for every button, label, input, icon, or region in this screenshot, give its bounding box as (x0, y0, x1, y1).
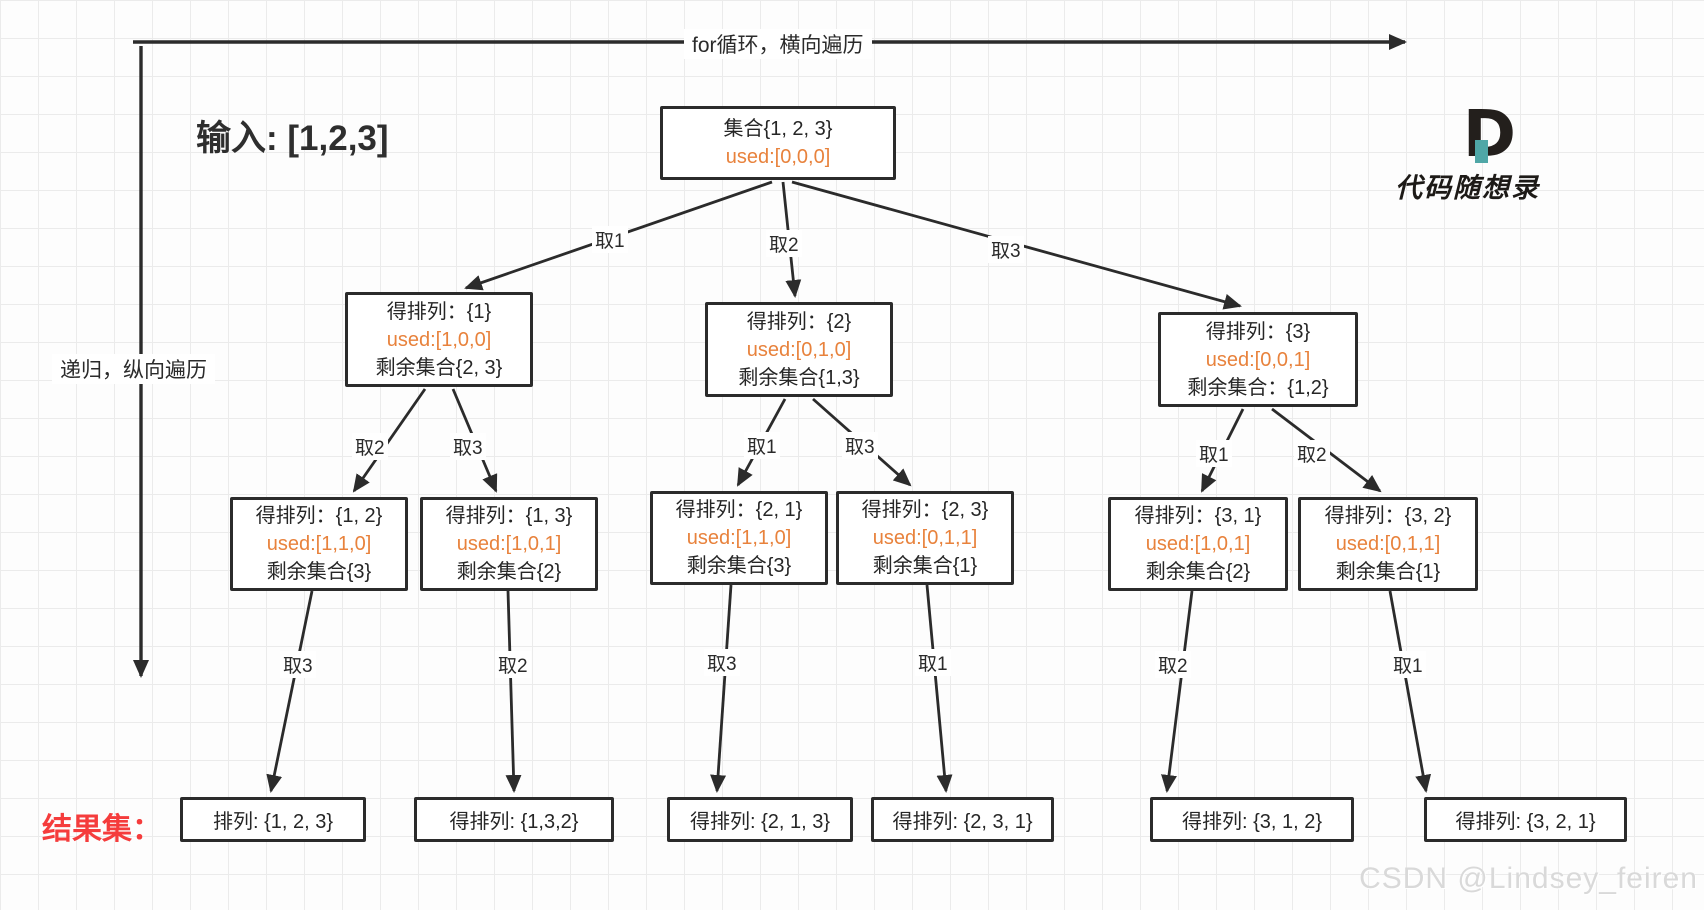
node-remain: 剩余集合{1} (872, 555, 978, 577)
leaf-result-312: 得排列: {3, 1, 2} (1150, 797, 1354, 842)
node-used: used:[1,0,0] (386, 328, 492, 351)
node-title: 得排列：{1} (386, 300, 492, 323)
logo-brand-text: 代码随想录 (1395, 173, 1540, 204)
node-remain: 剩余集合{1} (1335, 561, 1441, 583)
node-l3-perm21: 得排列：{2, 1} used:[1,1,0] 剩余集合{3} (650, 491, 828, 585)
branch-label-take2: 取2 (1294, 440, 1330, 467)
node-remain: 剩余集合{1,3} (738, 366, 860, 389)
logo-teal-accent (1475, 140, 1488, 163)
leaf-result-213: 得排列: {2, 1, 3} (667, 797, 853, 842)
branch-label-take2: 取2 (1155, 651, 1191, 678)
node-title: 得排列：{1, 3} (445, 505, 573, 527)
branch-label-take1: 取1 (744, 432, 780, 459)
branch-label-take3: 取3 (280, 651, 316, 678)
node-l3-perm12: 得排列：{1, 2} used:[1,1,0] 剩余集合{3} (230, 497, 408, 591)
node-title: 得排列：{1, 2} (255, 505, 383, 527)
node-used: used:[0,1,1] (872, 527, 978, 549)
node-title: 得排列：{2, 3} (861, 499, 989, 521)
node-l3-perm32: 得排列：{3, 2} used:[0,1,1] 剩余集合{1} (1298, 497, 1478, 591)
branch-label-take3: 取3 (450, 433, 486, 460)
edge-l3c-take3 (710, 584, 733, 793)
node-l2-perm1: 得排列：{1} used:[1,0,0] 剩余集合{2, 3} (345, 292, 533, 387)
node-used: used:[1,0,1] (1145, 533, 1251, 555)
node-remain: 剩余集合{3} (266, 561, 372, 583)
node-title: 得排列：{3, 2} (1324, 505, 1452, 527)
branch-label-take3: 取3 (842, 432, 878, 459)
leaf-result-132: 得排列: {1,3,2} (414, 797, 614, 842)
leaf-result-231: 得排列: {2, 3, 1} (871, 797, 1054, 842)
branch-label-take2: 取2 (352, 433, 388, 460)
node-remain: 剩余集合{2} (456, 561, 562, 583)
leaf-result-321: 得排列: {3, 2, 1} (1424, 797, 1627, 842)
node-used: used:[1,0,1] (456, 533, 562, 555)
recursion-axis-label: 递归，纵向遍历 (52, 354, 215, 384)
csdn-watermark: CSDN @Lindsey_feiren (1359, 862, 1698, 895)
input-label: 输入: [1,2,3] (196, 119, 389, 158)
branch-label-take3: 取3 (704, 649, 740, 676)
edge-l3e-take2 (1161, 590, 1194, 793)
node-l3-perm13: 得排列：{1, 3} used:[1,0,1] 剩余集合{2} (420, 497, 598, 591)
node-used: used:[0,1,1] (1335, 533, 1441, 555)
edge-l3a-take3 (266, 590, 314, 793)
branch-label-take2: 取2 (495, 651, 531, 678)
node-l3-perm31: 得排列：{3, 1} used:[1,0,1] 剩余集合{2} (1108, 497, 1288, 591)
node-title: 得排列：{3} (1205, 320, 1311, 343)
branch-label-take1: 取1 (1390, 651, 1426, 678)
edge-l3b-take2 (505, 590, 522, 793)
leaf-label: 得排列: {3, 1, 2} (1181, 811, 1323, 833)
edge-l3f-take1 (1388, 590, 1432, 793)
branch-label-take1: 取1 (1196, 440, 1232, 467)
node-title: 集合{1, 2, 3} (723, 118, 833, 140)
node-l2-perm2: 得排列：{2} used:[0,1,0] 剩余集合{1,3} (705, 302, 893, 397)
node-used: used:[0,0,0] (725, 146, 831, 168)
node-remain: 剩余集合{3} (686, 555, 792, 577)
node-used: used:[1,1,0] (266, 533, 372, 555)
node-used: used:[1,1,0] (686, 527, 792, 549)
leaf-label: 排列: {1, 2, 3} (212, 811, 334, 833)
node-l3-perm23: 得排列：{2, 3} used:[0,1,1] 剩余集合{1} (836, 491, 1014, 585)
node-title: 得排列：{2, 1} (675, 499, 803, 521)
node-remain: 剩余集合{2} (1145, 561, 1251, 583)
branch-label-take3: 取3 (988, 236, 1024, 263)
branch-label-take1: 取1 (915, 649, 951, 676)
branch-label-take2: 取2 (766, 230, 802, 257)
leaf-result-123: 排列: {1, 2, 3} (180, 797, 366, 842)
logo-d-letter: D (1462, 98, 1516, 172)
leaf-label: 得排列: {2, 1, 3} (689, 811, 831, 833)
node-used: used:[0,1,0] (746, 338, 852, 361)
leaf-label: 得排列: {3, 2, 1} (1455, 811, 1596, 833)
edge-l3d-take1 (925, 584, 953, 793)
for-loop-axis-label: for循环，横向遍历 (684, 29, 872, 59)
node-remain: 剩余集合：{1,2} (1187, 376, 1329, 399)
leaf-label: 得排列: {2, 3, 1} (892, 811, 1033, 833)
node-title: 得排列：{2} (746, 310, 852, 333)
result-set-label: 结果集： (42, 813, 162, 846)
node-used: used:[0,0,1] (1205, 348, 1311, 371)
node-remain: 剩余集合{2, 3} (375, 356, 503, 379)
node-l2-perm3: 得排列：{3} used:[0,0,1] 剩余集合：{1,2} (1158, 312, 1358, 407)
leaf-label: 得排列: {1,3,2} (449, 811, 579, 833)
node-root: 集合{1, 2, 3} used:[0,0,0] (660, 106, 896, 180)
branch-label-take1: 取1 (592, 226, 628, 253)
node-title: 得排列：{3, 1} (1134, 505, 1262, 527)
